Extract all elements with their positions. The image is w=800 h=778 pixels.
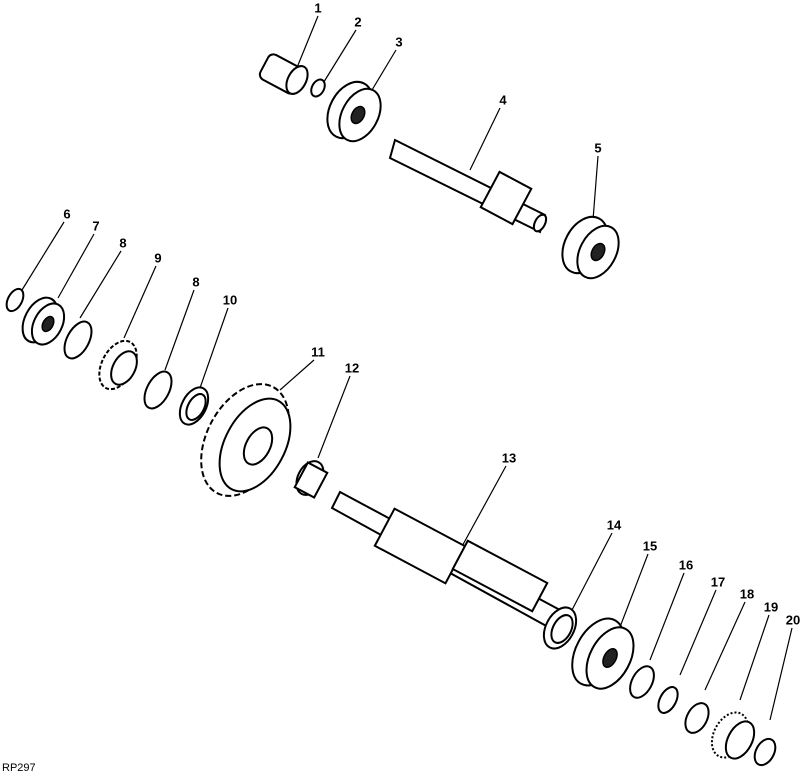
- callout-20: 20: [785, 612, 800, 628]
- callout-19: 19: [763, 599, 779, 615]
- callout-16: 16: [678, 557, 694, 573]
- washer-18: [684, 702, 710, 734]
- spacer-12: [293, 460, 329, 499]
- snap-ring-6: [5, 287, 25, 313]
- callout-13: 13: [501, 450, 517, 466]
- callout-15: 15: [642, 538, 658, 554]
- snap-ring-20: [753, 737, 777, 767]
- leader-lines: [21, 15, 793, 721]
- callout-2: 2: [354, 14, 362, 30]
- callout-1: 1: [314, 0, 322, 16]
- callout-10: 10: [222, 292, 238, 308]
- callout-8: 8: [119, 235, 127, 251]
- needle-bearing-1: [258, 53, 309, 95]
- callout-4: 4: [499, 92, 507, 108]
- gear-11: [200, 383, 292, 497]
- input-shaft-4: [388, 138, 548, 234]
- callout-3: 3: [395, 34, 403, 50]
- bushing-10: [178, 386, 210, 426]
- callout-11: 11: [311, 344, 325, 360]
- callout-17: 17: [710, 574, 726, 590]
- output-shaft-13: [330, 490, 562, 630]
- ball-bearing-3: [326, 80, 382, 143]
- callout-14: 14: [606, 517, 622, 533]
- ball-bearing-15: [571, 617, 635, 690]
- snap-ring-8b: [143, 370, 173, 410]
- bushing-14: [542, 606, 578, 650]
- callout-8b: 8: [192, 274, 200, 290]
- callout-12: 12: [344, 360, 360, 376]
- gear-9: [98, 339, 138, 391]
- callout-5: 5: [594, 140, 602, 156]
- diagram-code: RP297: [2, 762, 36, 774]
- snap-ring-17: [657, 686, 679, 714]
- callout-7: 7: [92, 218, 100, 234]
- snap-ring-2: [310, 78, 326, 98]
- callout-9: 9: [154, 250, 162, 266]
- washer-16: [629, 665, 655, 699]
- callout-18: 18: [739, 586, 755, 602]
- ball-bearing-5: [561, 215, 620, 280]
- callout-6: 6: [63, 206, 71, 222]
- bushing-19: [710, 711, 756, 760]
- snap-ring-8: [63, 320, 93, 360]
- ball-bearing-7: [21, 296, 66, 346]
